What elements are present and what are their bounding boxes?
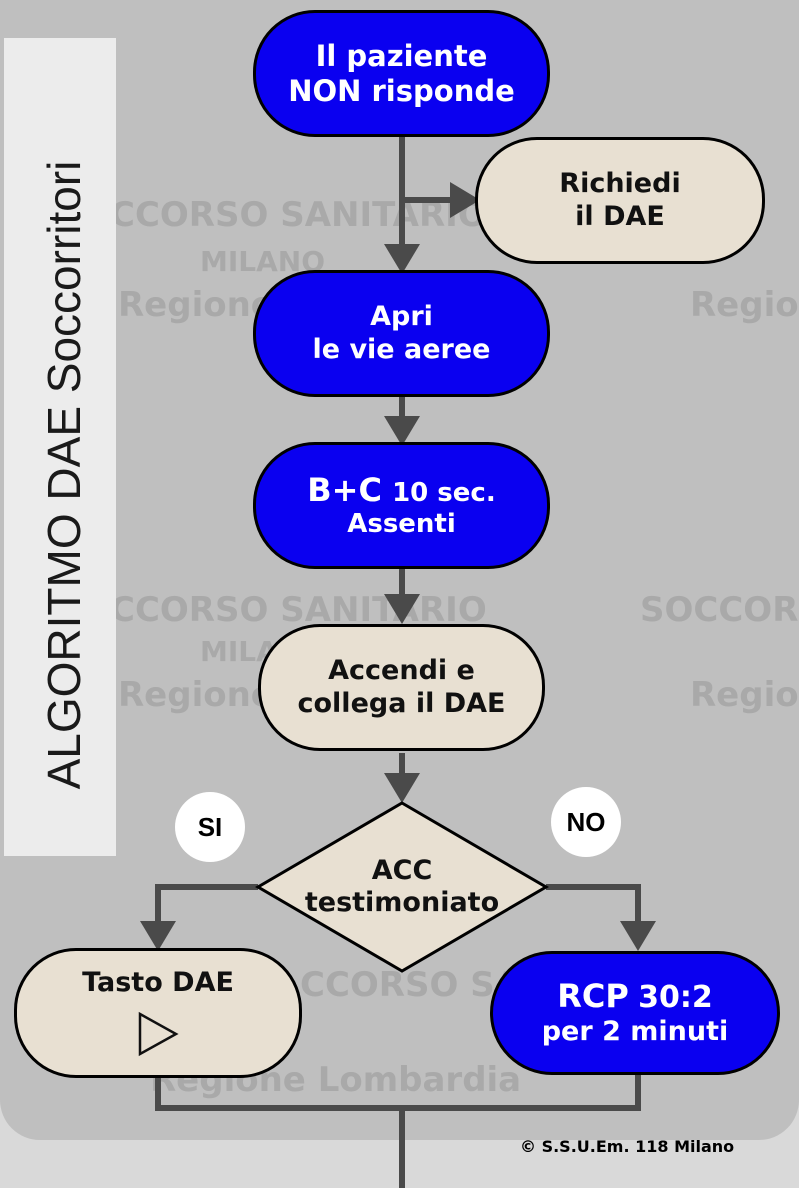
press-dae-label: Tasto DAE <box>82 967 234 998</box>
decision-line1: ACC <box>371 854 433 886</box>
cpr-label: RCP <box>557 977 629 1016</box>
decision-diamond <box>255 801 549 973</box>
bc-seconds: 10 sec. <box>392 477 496 508</box>
watermark-text: SOCCORS <box>640 590 799 630</box>
connect-dae-line2: collega il DAE <box>297 687 506 719</box>
airway-line1: Apri <box>370 301 433 333</box>
start-line2: NON risponde <box>288 73 515 108</box>
cpr-ratio: 30:2 <box>638 980 713 1016</box>
watermark-text: Regione <box>118 285 274 325</box>
connector-merge <box>155 1075 641 1111</box>
yes-badge: SI <box>175 792 245 862</box>
bc-check-line1: B+C 10 sec. <box>307 471 495 509</box>
request-dae-line2: il DAE <box>575 200 665 232</box>
connect-dae-line1: Accendi e <box>328 655 475 687</box>
watermark-text: Regio <box>690 675 799 715</box>
decision-label: ACC testimoniato <box>282 843 522 931</box>
request-dae-line1: Richiedi <box>559 168 681 200</box>
bc-check-line2: Assenti <box>347 509 456 540</box>
sidebar: ALGORITMO DAE Soccorritori <box>4 38 116 856</box>
copyright-text: © S.S.U.Em. 118 Milano <box>520 1137 735 1156</box>
connectors <box>140 135 656 1140</box>
cpr-node: RCP 30:2 per 2 minuti <box>490 951 780 1075</box>
bc-label: B+C <box>307 470 382 509</box>
cpr-line2: per 2 minuti <box>541 1016 729 1048</box>
play-triangle-icon <box>138 1012 179 1057</box>
start-line1: Il paziente <box>315 38 488 73</box>
watermark-text: Regione <box>118 675 274 715</box>
connector-decision-no <box>546 884 656 951</box>
connector-decision-yes <box>140 884 258 951</box>
start-node: Il paziente NON risponde <box>253 10 550 137</box>
watermark-text: Regio <box>690 285 799 325</box>
watermark-text: CCORSO SANITARIO <box>110 590 487 630</box>
press-dae-node: Tasto DAE <box>14 948 302 1078</box>
decision-line2: testimoniato <box>304 887 500 918</box>
flowchart-panel: CCORSO SANITARIO MILANO Regione Regio CC… <box>0 0 799 1140</box>
request-dae-node: Richiedi il DAE <box>475 137 765 264</box>
airway-node: Apri le vie aeree <box>253 270 550 397</box>
cpr-line1: RCP 30:2 <box>557 977 713 1016</box>
airway-line2: le vie aeree <box>312 333 491 365</box>
no-badge: NO <box>551 787 621 857</box>
bc-check-node: B+C 10 sec. Assenti <box>253 442 550 569</box>
connect-dae-node: Accendi e collega il DAE <box>258 624 545 751</box>
